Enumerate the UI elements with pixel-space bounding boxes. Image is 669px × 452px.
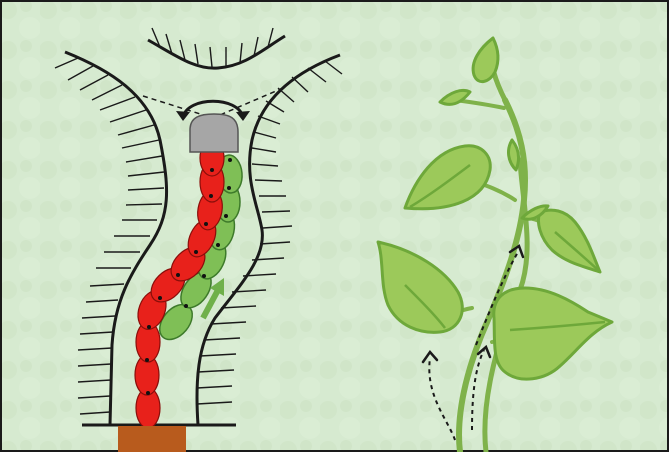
base-block [118,426,186,452]
tip-cap [190,114,238,152]
